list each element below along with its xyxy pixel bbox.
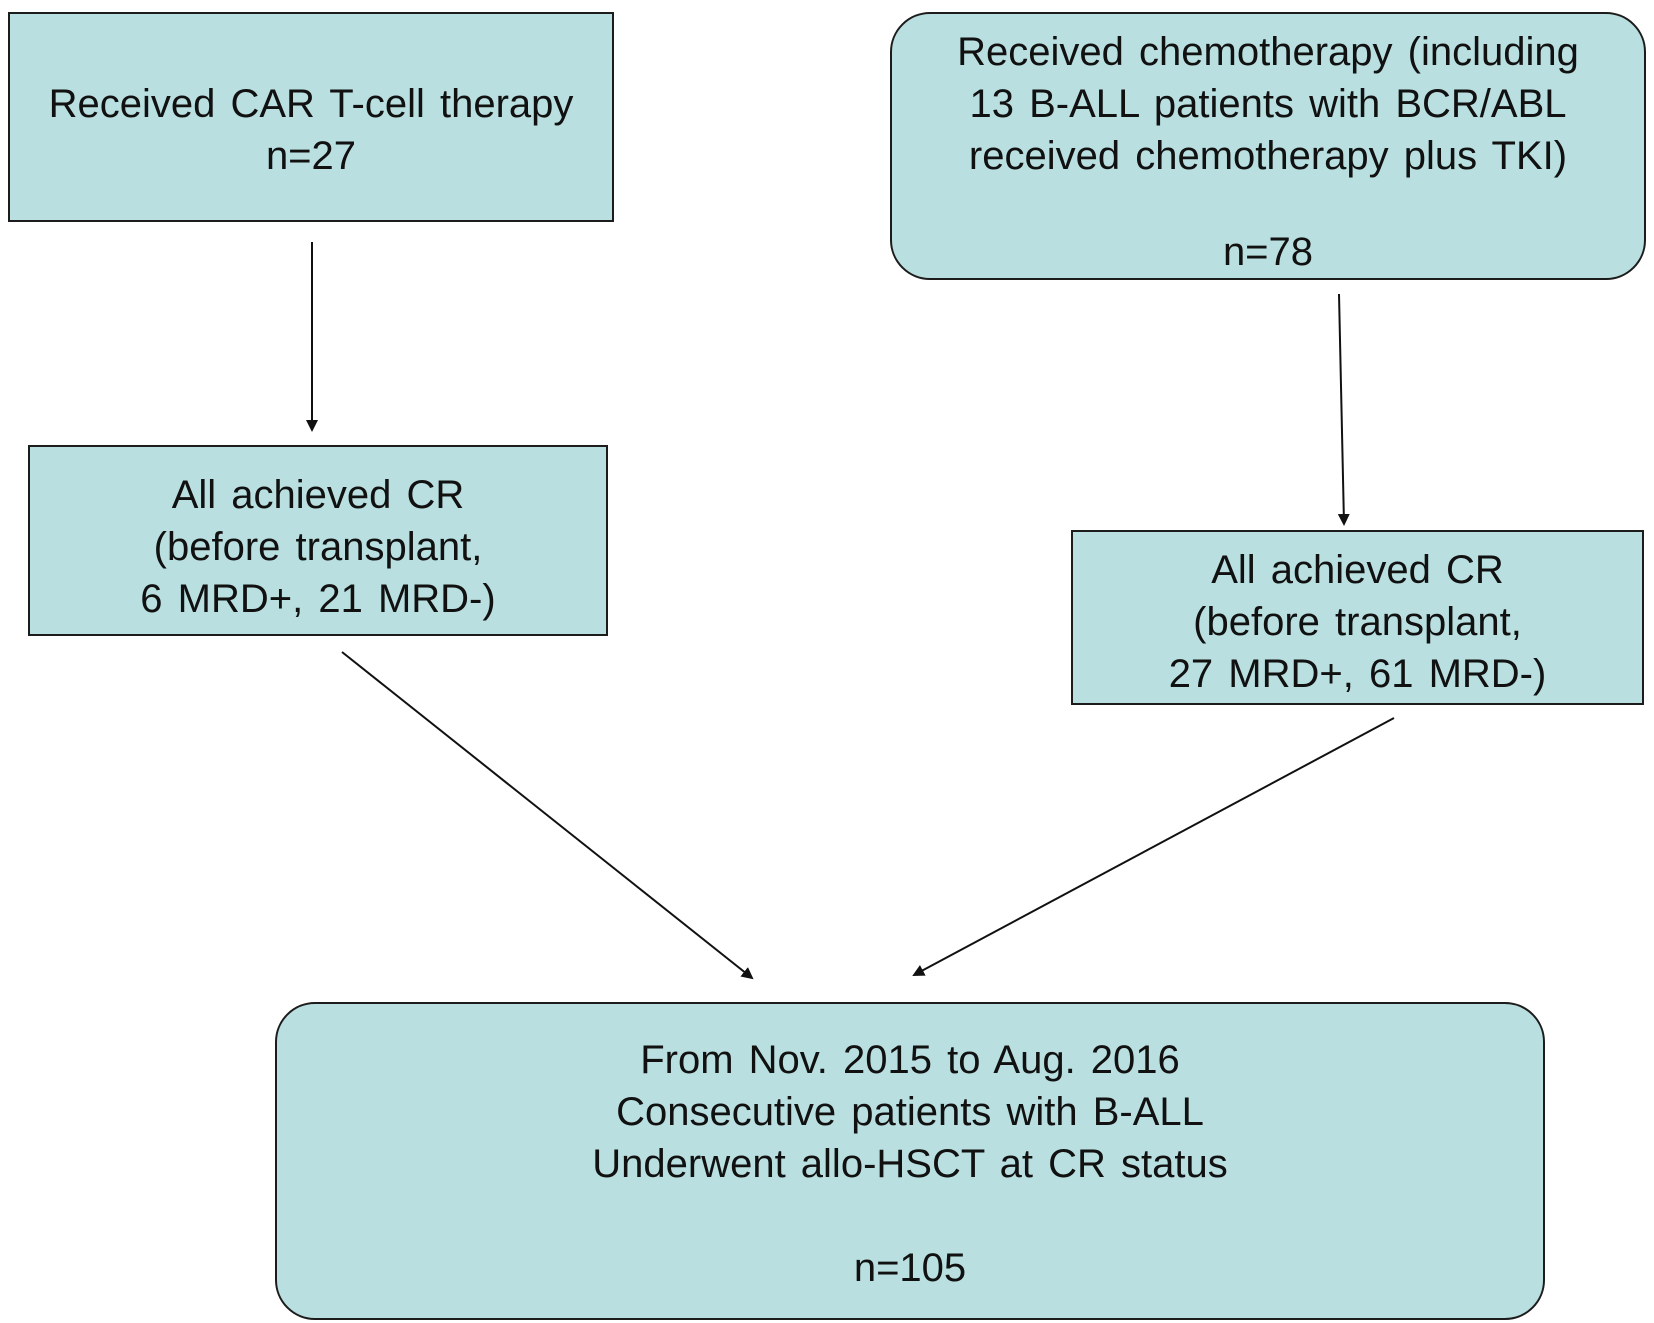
- cr-left-line-2: (before transplant,: [153, 525, 483, 569]
- chemotherapy-count: n=78: [1222, 230, 1314, 274]
- final-line-1: From Nov. 2015 to Aug. 2016: [640, 1038, 1180, 1082]
- final-cohort-box: From Nov. 2015 to Aug. 2016 Consecutive …: [275, 1002, 1545, 1320]
- arrow-chemo-to-cr-right: [1337, 293, 1350, 526]
- cr-right-box: All achieved CR (before transplant, 27 M…: [1071, 530, 1644, 705]
- chemotherapy-label-line-1: Received chemotherapy (including: [957, 30, 1579, 74]
- car-therapy-label: Received CAR T-cell therapy: [48, 82, 574, 126]
- arrow-cr-left-to-final: [341, 651, 754, 980]
- chemotherapy-box: Received chemotherapy (including 13 B-AL…: [890, 12, 1646, 280]
- cr-left-box: All achieved CR (before transplant, 6 MR…: [28, 445, 608, 636]
- final-line-3: Underwent allo-HSCT at CR status: [592, 1142, 1228, 1186]
- cr-right-line-3: 27 MRD+, 61 MRD-): [1168, 652, 1547, 696]
- car-therapy-count: n=27: [265, 134, 357, 178]
- cr-right-line-2: (before transplant,: [1193, 600, 1522, 644]
- arrow-cr-right-to-final: [912, 717, 1395, 976]
- chemotherapy-label-line-2: 13 B-ALL patients with BCR/ABL: [969, 82, 1567, 126]
- cr-left-line-1: All achieved CR: [171, 473, 465, 517]
- final-count: n=105: [853, 1246, 967, 1290]
- cr-left-line-3: 6 MRD+, 21 MRD-): [140, 577, 496, 621]
- car-therapy-box: Received CAR T-cell therapy n=27: [8, 12, 614, 222]
- final-line-2: Consecutive patients with B-ALL: [616, 1090, 1204, 1134]
- chemotherapy-label-line-3: received chemotherapy plus TKI): [968, 134, 1568, 178]
- cr-right-line-1: All achieved CR: [1211, 548, 1504, 592]
